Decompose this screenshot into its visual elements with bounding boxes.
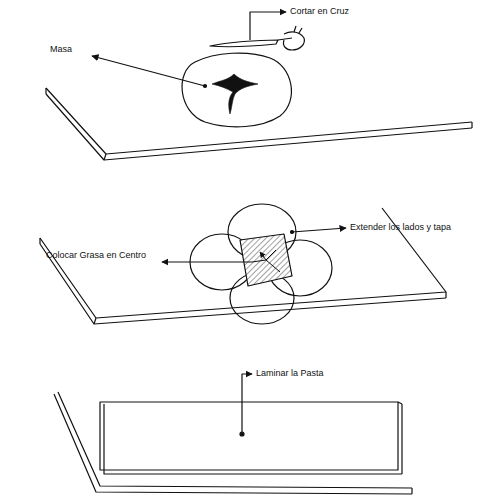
callout-label: Laminar la Pasta (256, 368, 324, 379)
leader-line (92, 56, 205, 86)
fat-block (240, 234, 292, 286)
callout-label: Cortar en Cruz (290, 6, 349, 17)
leader-line (292, 228, 346, 232)
leader-line (242, 374, 252, 432)
board (54, 392, 412, 494)
callout-label: Masa (50, 44, 72, 55)
callout-label: Extender los lados y tapa (350, 222, 451, 233)
dough-flaps (190, 204, 332, 324)
dough (182, 53, 291, 127)
callout-label: Colocar Grasa en Centro (46, 250, 156, 261)
leader-line (162, 261, 252, 262)
leader-line (250, 12, 286, 40)
knife (210, 26, 304, 50)
cross-cut (212, 74, 258, 114)
leader-dot (240, 432, 244, 436)
